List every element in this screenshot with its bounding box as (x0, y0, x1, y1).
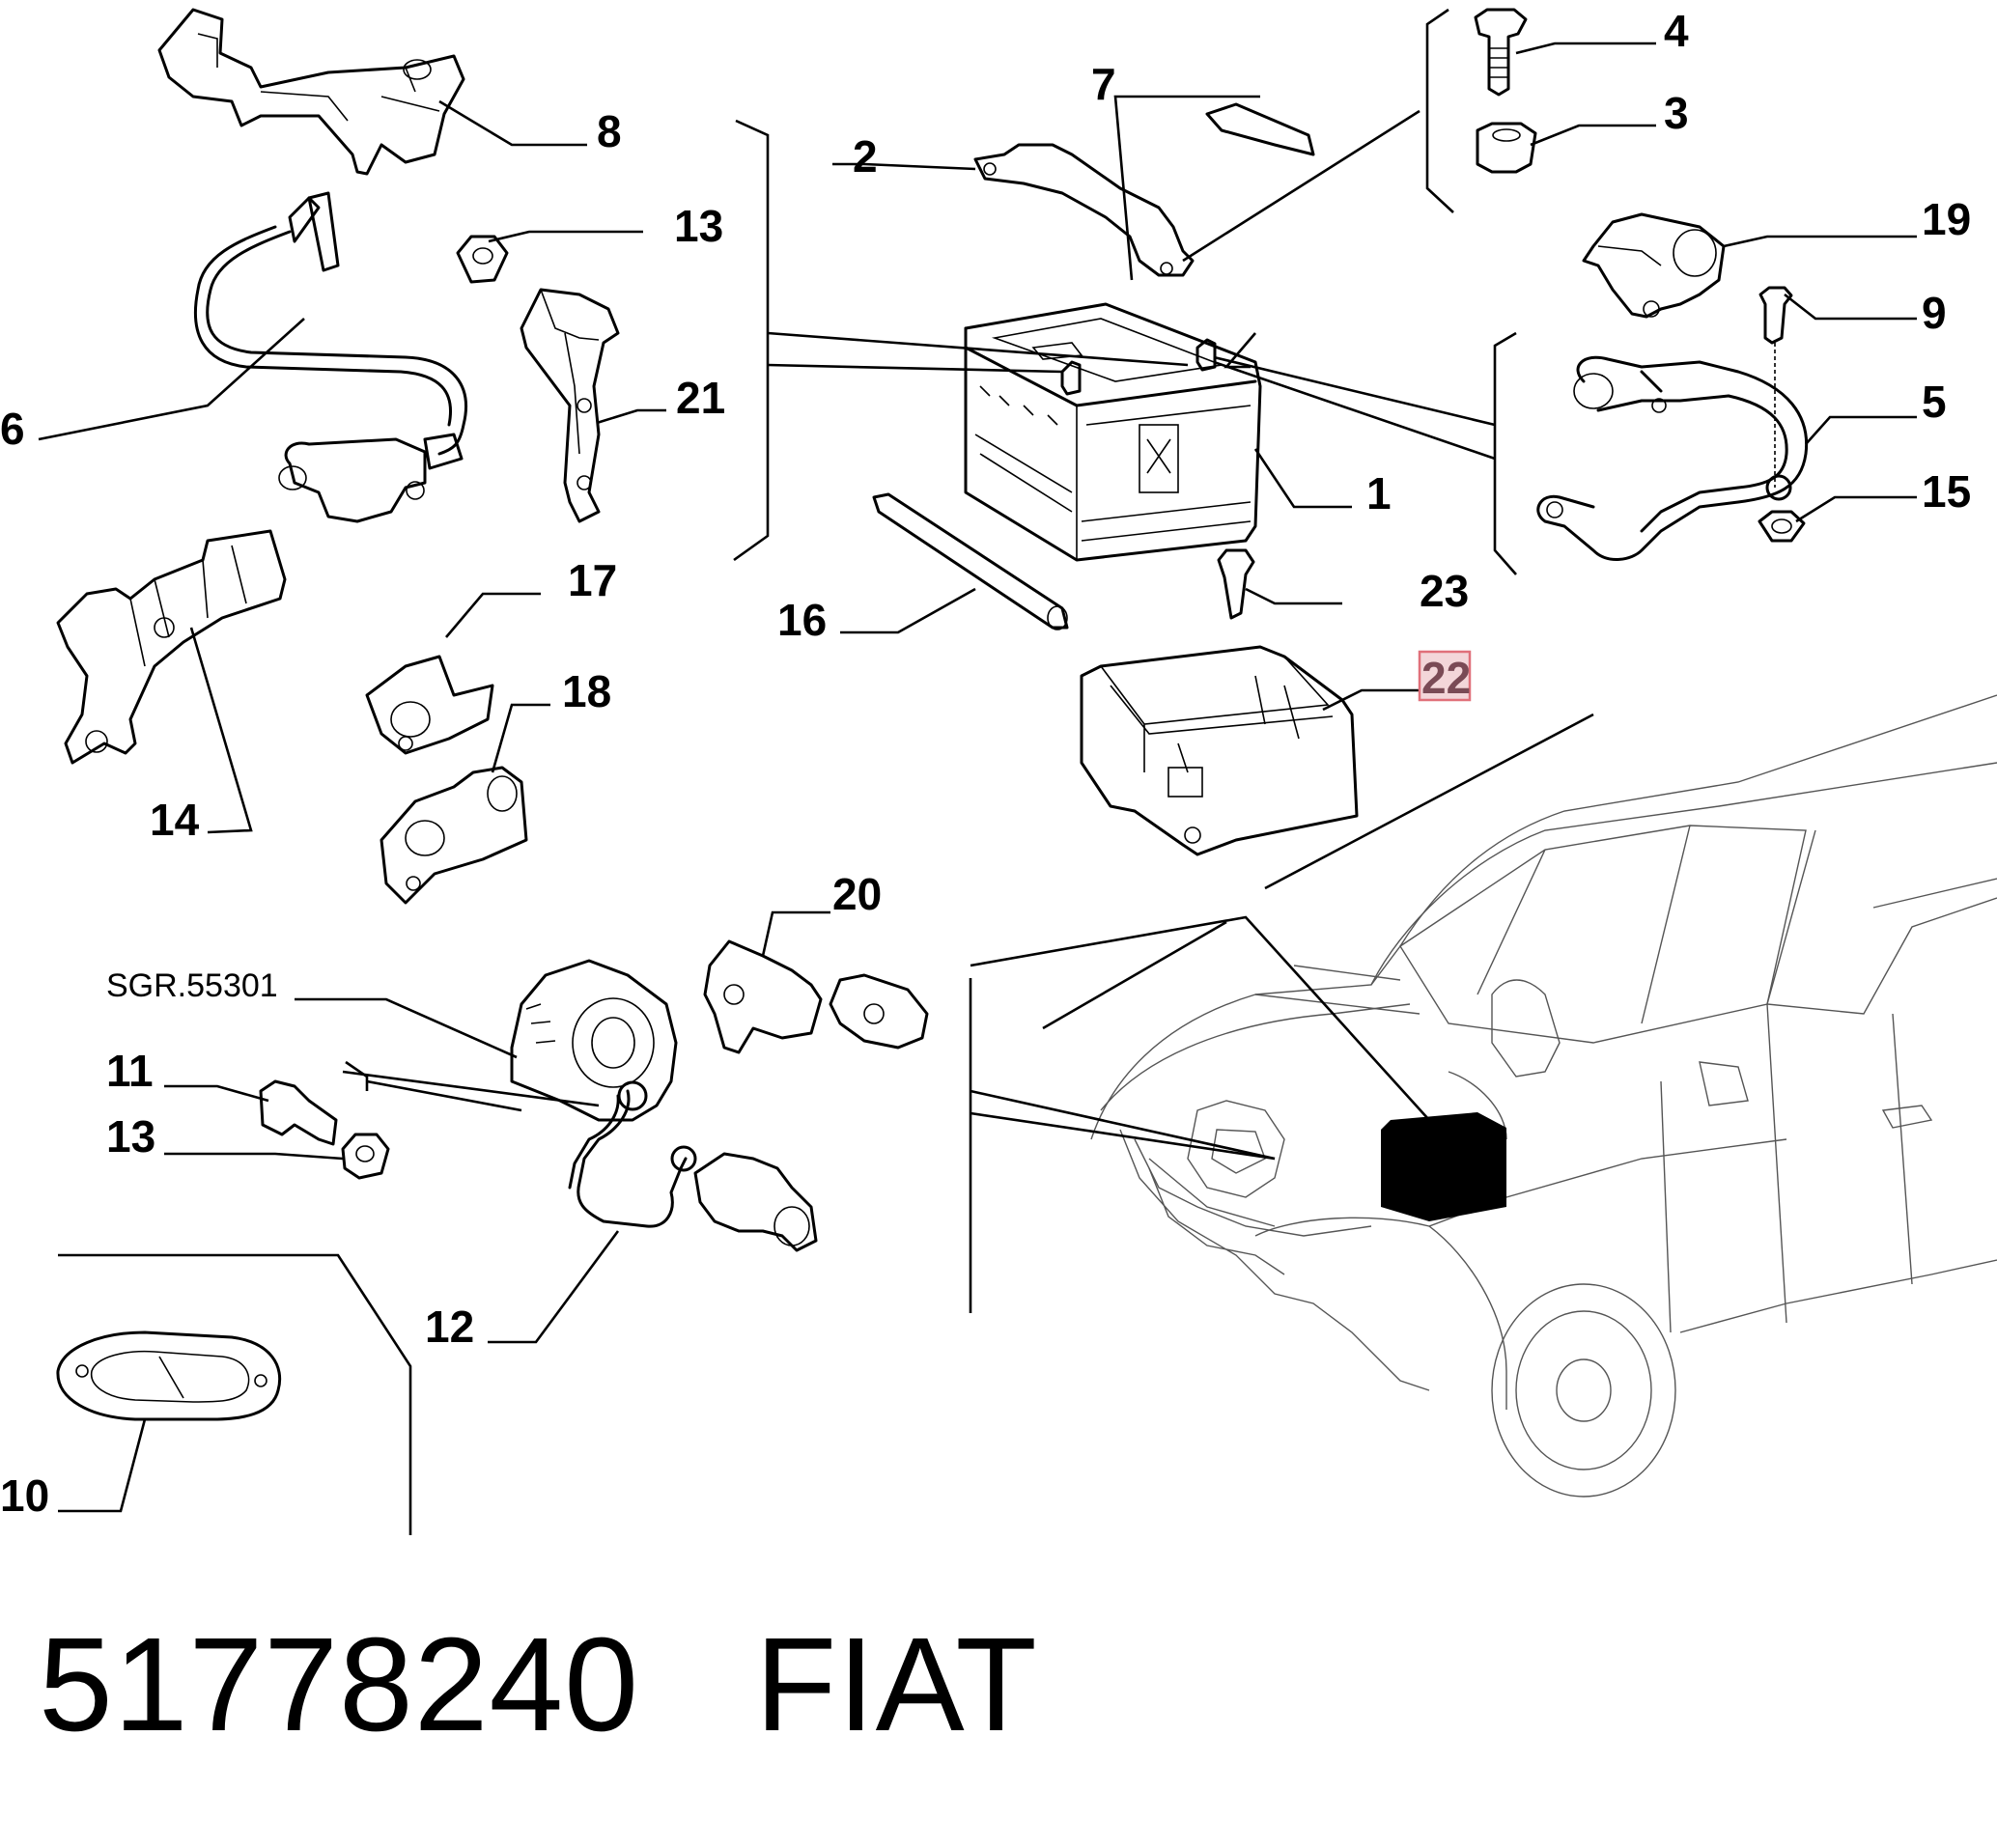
callout-2: 2 (853, 131, 878, 182)
brand-name: FIAT (755, 1610, 1038, 1759)
part-10-gasket (56, 1330, 282, 1421)
part-16-insulator-bar (872, 492, 1069, 630)
callout-19: 19 (1922, 194, 1971, 244)
callout-13-top: 13 (674, 201, 723, 251)
van-illustration (1090, 694, 1997, 1498)
part-7-label-plate (1205, 102, 1315, 156)
part-12-starter-cable (568, 1080, 818, 1252)
part-13-nut (456, 235, 509, 284)
callout-3: 3 (1664, 88, 1689, 138)
callout-9: 9 (1922, 288, 1947, 338)
callout-23: 23 (1420, 566, 1469, 616)
part-footer: 51778240 FIAT (39, 1603, 1038, 1767)
part-15-nut (1758, 510, 1806, 543)
part-22-battery-tray (1080, 645, 1359, 856)
callout-10: 10 (0, 1470, 49, 1521)
callout-8: 8 (597, 106, 622, 156)
part-1-battery (964, 302, 1262, 562)
leader-lines (38, 42, 1917, 1513)
starter-motor-assembly (510, 959, 678, 1122)
callout-11: 11 (106, 1046, 154, 1096)
callout-1: 1 (1366, 468, 1392, 518)
part-20-connector (703, 939, 929, 1054)
part-2-hold-down-clamp (973, 143, 1195, 277)
callout-17: 17 (568, 555, 617, 605)
part-11-bolt (259, 1079, 338, 1146)
part-14-harness-clamp (56, 529, 287, 765)
callout-14: 14 (150, 795, 200, 845)
part-6-negative-cable (193, 191, 467, 523)
part-4-bolt (1474, 8, 1528, 97)
callout-7: 7 (1091, 59, 1116, 109)
bracket-lines (58, 8, 1517, 1535)
callout-4: 4 (1664, 6, 1689, 56)
part-23-bolt (1217, 548, 1255, 620)
part-8-terminal-bracket (157, 8, 465, 176)
part-number: 51778240 (39, 1610, 639, 1759)
callout-5: 5 (1922, 377, 1947, 427)
highlight-box (1418, 650, 1472, 702)
callout-6: 6 (0, 404, 25, 454)
callout-16: 16 (777, 595, 827, 645)
callout-labels: 8 6 13 21 14 17 18 7 2 1 16 23 4 3 19 9 … (0, 6, 1971, 1521)
battery-location-marker (970, 1089, 1506, 1221)
part-21-ground-strap (520, 288, 620, 523)
part-19-terminal-clamp (1582, 212, 1726, 319)
part-3-washer (1476, 122, 1537, 174)
callout-13-bottom: 13 (106, 1111, 155, 1162)
callout-22: 22 (1421, 653, 1471, 703)
callout-20: 20 (832, 869, 882, 919)
part-18-clip (380, 766, 528, 905)
callout-21: 21 (676, 373, 725, 423)
part-9-bolt (1758, 286, 1793, 488)
callout-12: 12 (425, 1302, 474, 1352)
part-13-nut-lower (341, 1133, 390, 1180)
callout-18: 18 (562, 666, 611, 716)
group-reference-label: SGR.55301 (106, 967, 278, 1004)
part-5-positive-cable (1536, 355, 1809, 561)
callout-15: 15 (1922, 466, 1971, 517)
callout-22-highlight[interactable]: 22 (1418, 650, 1472, 703)
part-17-clip (365, 655, 494, 755)
